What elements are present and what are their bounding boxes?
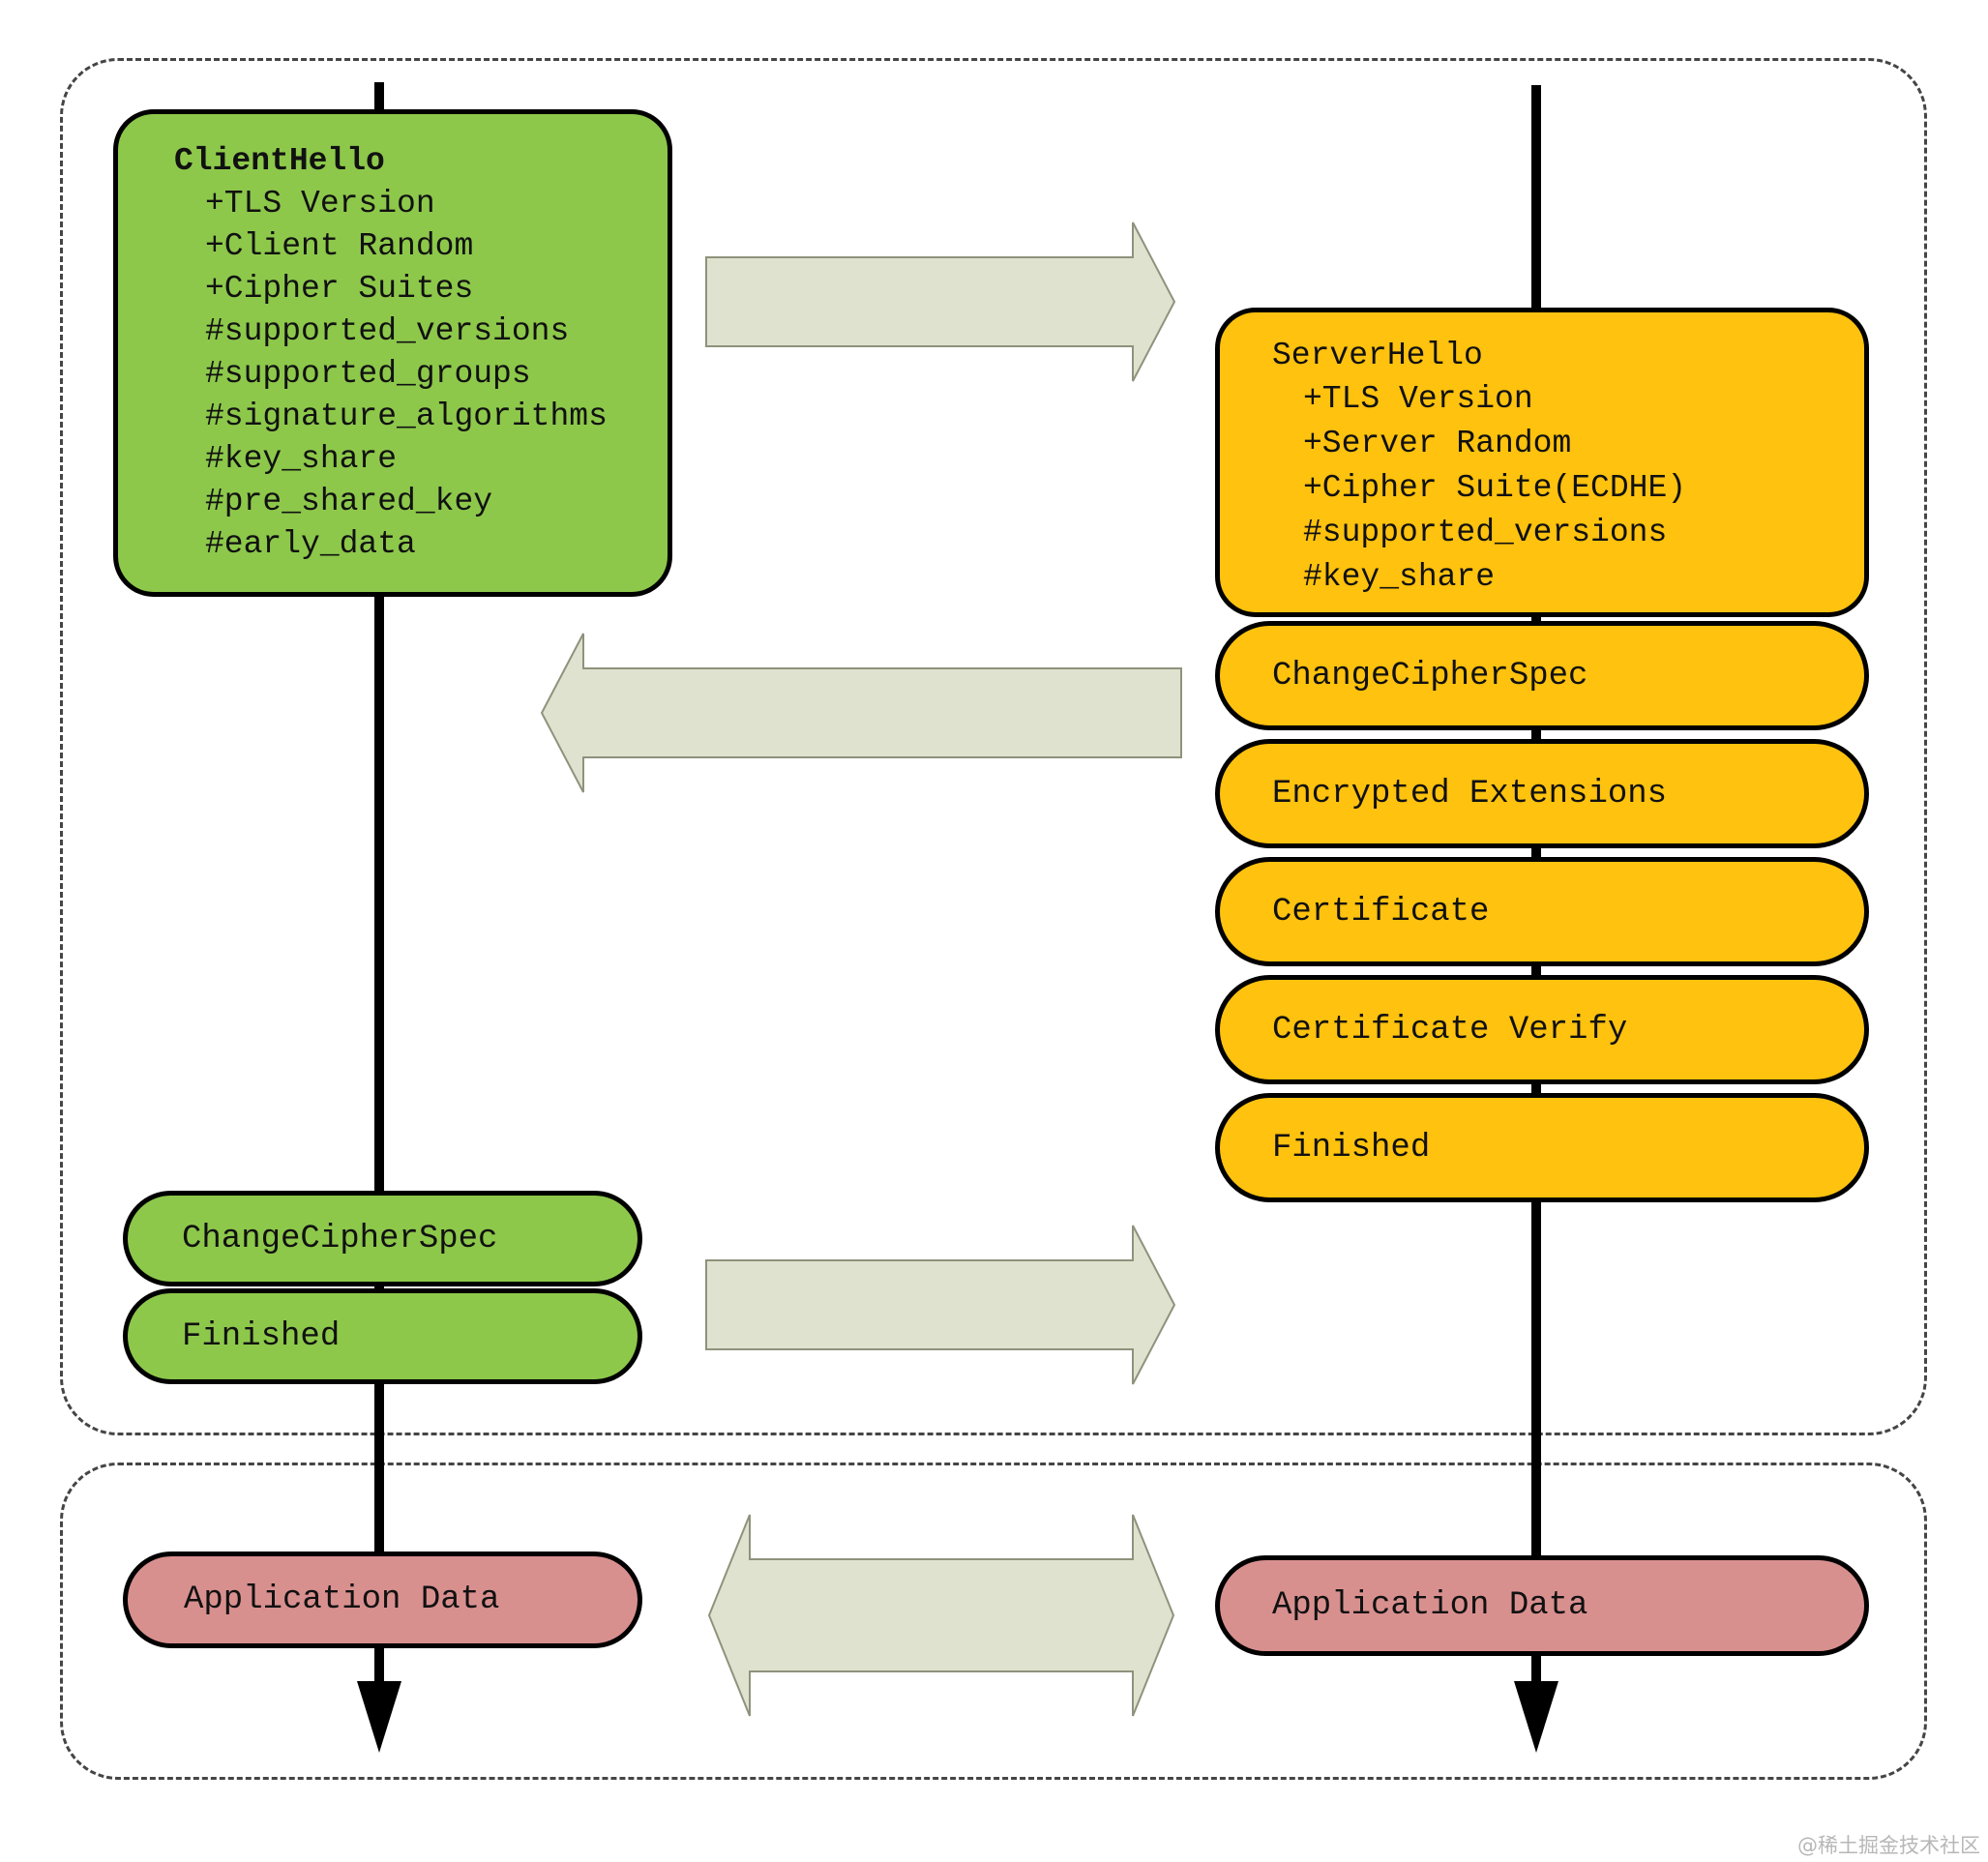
server-hello-item: +Cipher Suite(ECDHE) <box>1303 470 1687 506</box>
server-to-client-arrow-icon <box>540 633 1182 793</box>
client-hello-item: #pre_shared_key <box>205 484 493 519</box>
pill-label: ChangeCipherSpec <box>1272 657 1588 695</box>
server-hello-box: ServerHello +TLS Version +Server Random … <box>1215 308 1869 617</box>
client-hello-box: ClientHello +TLS Version +Client Random … <box>113 109 672 597</box>
server-hello-item: #key_share <box>1303 559 1496 595</box>
client-hello-item: +Client Random <box>205 228 474 264</box>
pill-label: Encrypted Extensions <box>1272 775 1668 813</box>
pill-label: Application Data <box>1272 1587 1588 1624</box>
client-hello-item: #signature_algorithms <box>205 399 608 434</box>
pill-label: Finished <box>182 1317 341 1355</box>
client-to-server-arrow-icon <box>705 222 1176 382</box>
pill-label: Finished <box>1272 1129 1431 1167</box>
server-hello-item: +Server Random <box>1303 426 1572 461</box>
client-hello-item: #supported_versions <box>205 313 570 349</box>
client-finished-pill: Finished <box>123 1288 642 1384</box>
server-encrypted-extensions-pill: Encrypted Extensions <box>1215 739 1869 848</box>
watermark: @稀土掘金技术社区 <box>1797 1834 1980 1857</box>
server-certificate-pill: Certificate <box>1215 857 1869 966</box>
client-hello-item: +Cipher Suites <box>205 271 474 307</box>
server-hello-item: #supported_versions <box>1303 515 1668 550</box>
client-hello-item: #early_data <box>205 526 416 562</box>
application-data-phase-region <box>60 1463 1927 1780</box>
client-change-cipher-spec-pill: ChangeCipherSpec <box>123 1191 642 1286</box>
server-finished-pill: Finished <box>1215 1093 1869 1202</box>
application-data-bidirectional-arrow-icon <box>707 1514 1175 1717</box>
client-hello-item: #supported_groups <box>205 356 531 392</box>
client-hello-item: #key_share <box>205 441 398 477</box>
pill-label: Certificate <box>1272 893 1490 931</box>
client-lifeline <box>374 82 384 1683</box>
server-hello-title: ServerHello <box>1272 338 1483 373</box>
server-application-data-pill: Application Data <box>1215 1555 1869 1656</box>
server-certificate-verify-pill: Certificate Verify <box>1215 975 1869 1084</box>
client-hello-title: ClientHello <box>174 143 385 179</box>
client-lifeline-arrowhead-icon <box>357 1681 401 1753</box>
client-hello-item: +TLS Version <box>205 186 435 222</box>
client-application-data-pill: Application Data <box>123 1552 642 1648</box>
pill-label: Certificate Verify <box>1272 1011 1628 1049</box>
server-change-cipher-spec-pill: ChangeCipherSpec <box>1215 621 1869 730</box>
handshake-phase-region <box>60 58 1927 1435</box>
pill-label: ChangeCipherSpec <box>182 1220 498 1257</box>
server-hello-item: +TLS Version <box>1303 381 1533 417</box>
client-finished-arrow-icon <box>705 1225 1176 1385</box>
server-lifeline-arrowhead-icon <box>1514 1681 1558 1753</box>
pill-label: Application Data <box>184 1581 500 1618</box>
